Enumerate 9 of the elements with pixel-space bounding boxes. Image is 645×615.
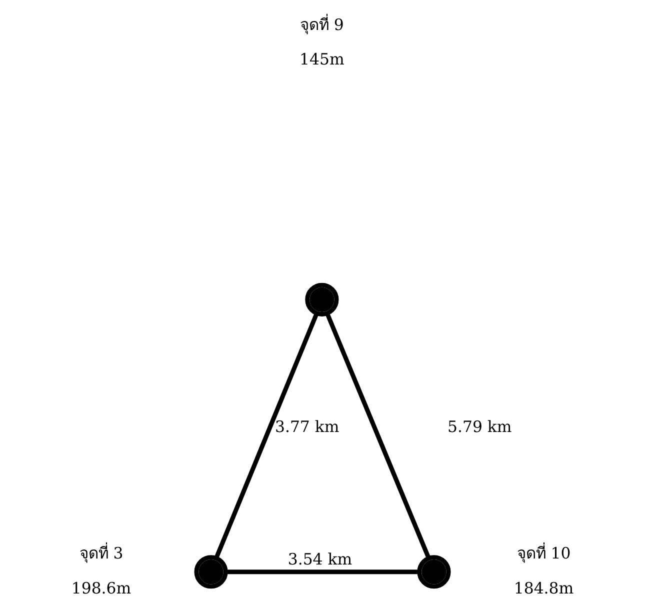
node-label: จุดที่ 9 <box>300 14 344 34</box>
node-label: จุดที่ 3 <box>79 544 124 563</box>
edge-label: 3.77 km <box>275 417 340 436</box>
node-label: 145m <box>300 50 344 69</box>
node-label: จุดที่ 10 <box>516 544 571 563</box>
node-label: 198.6m <box>71 578 132 598</box>
edge-label: 3.54 km <box>288 549 352 568</box>
edge-label: 5.79 km <box>448 417 512 436</box>
node-label: 184.8m <box>514 578 574 598</box>
